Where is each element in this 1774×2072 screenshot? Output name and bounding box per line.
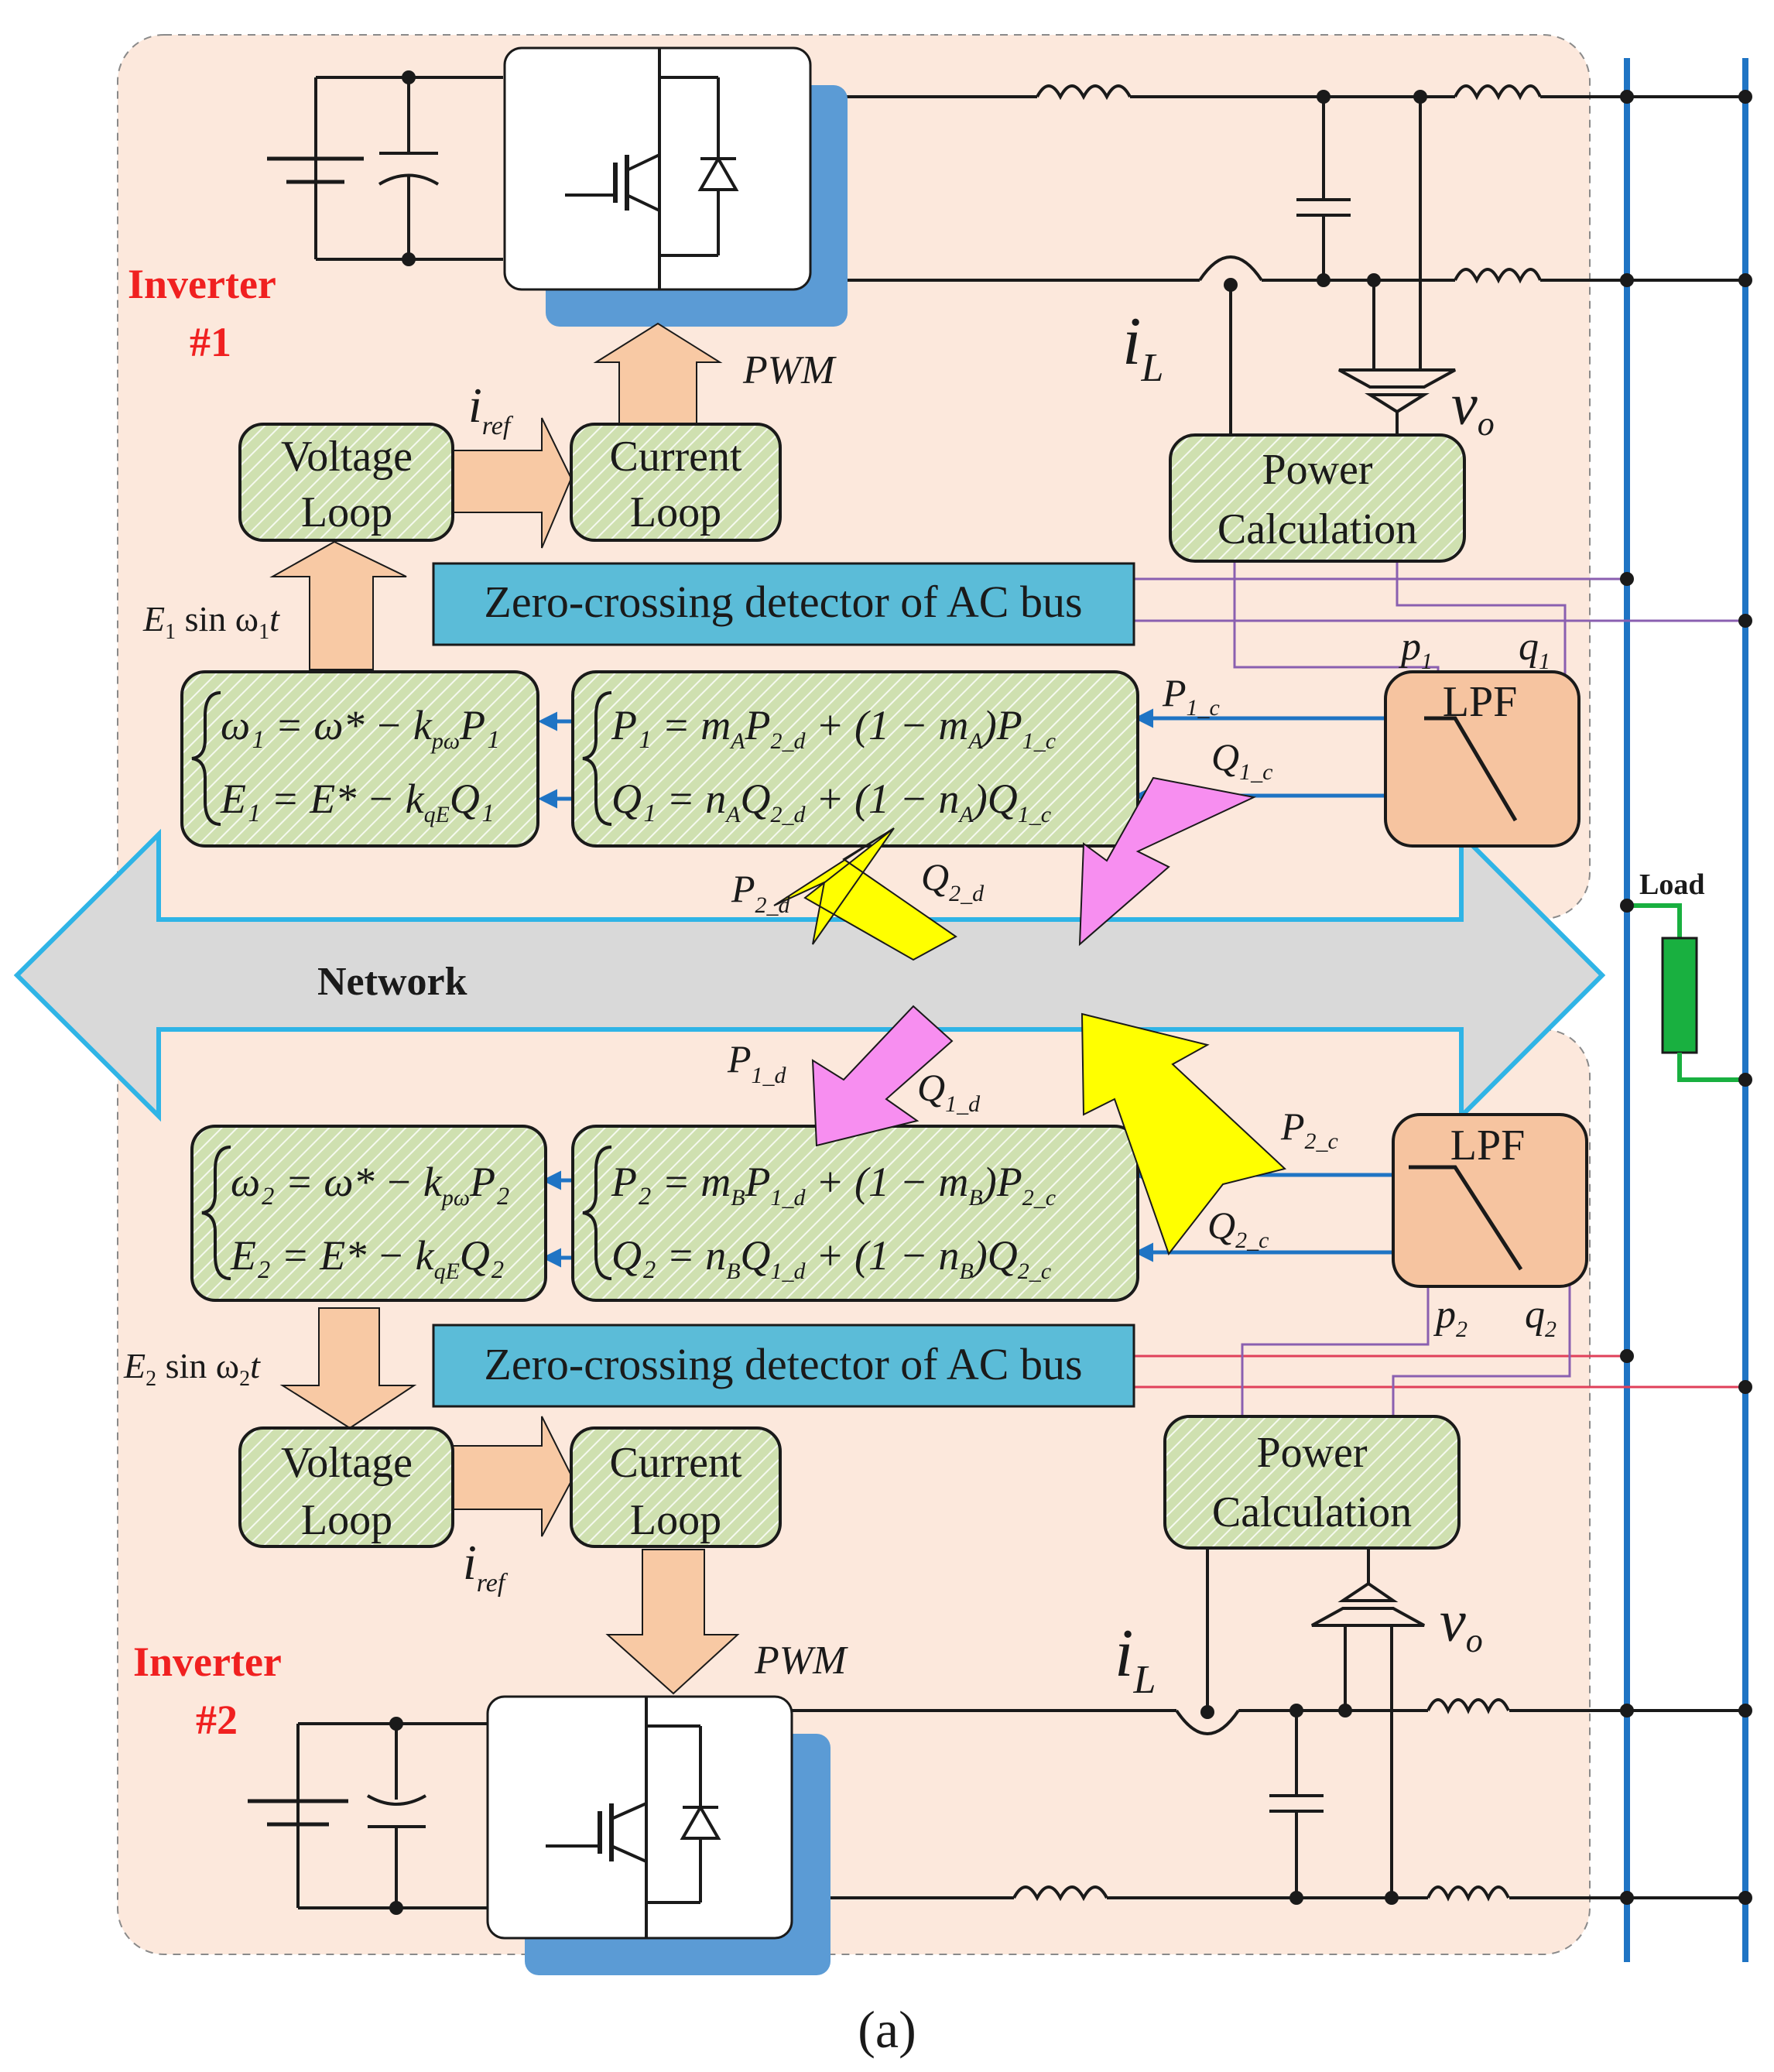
zero-crossing-label: Zero-crossing detector of AC bus [484, 577, 1082, 627]
lpf-label: LPF [1443, 678, 1518, 726]
inverter1-esin-arrow [269, 540, 407, 670]
load-label: Load [1639, 868, 1704, 901]
inverter1-label-line2: #1 [190, 319, 231, 365]
inverter2-p2c-label: P2_c [1280, 1104, 1338, 1154]
inverter2-vo-label: vo [1440, 1589, 1483, 1659]
current-loop-line1: Current [609, 1439, 742, 1487]
inverter2-lpf: LPF [1392, 1113, 1588, 1288]
network-q2d-label: Q2_d [921, 855, 985, 906]
figure-caption: (a) [858, 2000, 916, 2059]
yellow-arrow-p2d [773, 827, 957, 961]
network-label: Network [317, 960, 467, 1004]
inverter2-label-line1: Inverter [133, 1639, 282, 1685]
inverter2-switch-box [486, 1695, 793, 1940]
inverter2-nodes [389, 1704, 1752, 1915]
zero-crossing-label: Zero-crossing detector of AC bus [484, 1339, 1082, 1389]
mosfet-icon [565, 48, 739, 289]
current-loop-line2: Loop [630, 488, 721, 536]
inverter2-pwm-label: PWM [754, 1639, 848, 1683]
network-p2d-label: P2_d [731, 867, 791, 918]
voltage-loop-line2: Loop [301, 488, 392, 536]
inverter1-iref-arrow [452, 417, 573, 549]
droop-eq1: ω₂ = ω* − kpωP₂ [231, 1159, 510, 1211]
inverter2-q2c-label: Q2_c [1207, 1204, 1269, 1253]
inverter1-consensus-block: P₁ = mAP2_d + (1 − mA)P1_c Q₁ = nAQ2_d +… [571, 670, 1139, 848]
power-calc-line1: Power [1256, 1429, 1367, 1477]
inverter1-esin-label: E1 sin ω1t [142, 599, 280, 644]
pink-arrow-p1d [811, 1005, 954, 1147]
inverter2-signal-wires [1134, 1285, 1745, 1416]
inverter1-voltage-loop: Voltage Loop [238, 423, 454, 542]
power-calc-line2: Calculation [1217, 505, 1417, 553]
inverter1-p-label: p1 [1398, 625, 1433, 674]
droop-eq2: E₁ = E* − kqEQ₁ [220, 776, 495, 827]
voltage-loop-line1: Voltage [281, 433, 413, 481]
power-calc-line1: Power [1262, 446, 1372, 494]
inverter2-sensor-nodes [1620, 1349, 1752, 1394]
droop-eq2: E₂ = E* − kqEQ₂ [230, 1232, 505, 1284]
inverter1-switch-box [503, 46, 812, 291]
lpf-label: LPF [1450, 1122, 1526, 1170]
inverter1-sensor-nodes [1620, 572, 1752, 628]
mosfet-icon [546, 1697, 721, 1938]
consensus-eq2: Q₁ = nAQ2_d + (1 − nA)Q1_c [611, 776, 1051, 827]
inverter1-label-line1: Inverter [128, 261, 276, 307]
consensus-eq1: P₂ = mBP1_d + (1 − mB)P2_c [611, 1159, 1056, 1211]
inverter2-voltage-loop: Voltage Loop [238, 1426, 454, 1548]
inverter2-iL-label: iL [1115, 1616, 1156, 1702]
inverter1-current-loop: Current Loop [570, 423, 782, 542]
inverter1-pwm-label: PWM [742, 348, 837, 392]
inverter2-consensus-block: P₂ = mBP1_d + (1 − mB)P2_c Q₂ = nBQ1_d +… [571, 1125, 1139, 1302]
power-calc-line2: Calculation [1212, 1488, 1412, 1536]
current-loop-line2: Loop [630, 1496, 721, 1544]
inverter1-iref-label: iref [468, 378, 514, 440]
inverter2-zero-crossing: Zero-crossing detector of AC bus [432, 1324, 1135, 1408]
consensus-eq1: P₁ = mAP2_d + (1 − mA)P1_c [611, 702, 1056, 754]
inverter1-power-stage [267, 76, 1745, 433]
inverter1-lpf: LPF [1384, 670, 1581, 848]
inverter2-label-line2: #2 [196, 1697, 238, 1743]
inverter1-pwm-arrow [593, 322, 723, 425]
inverter1-droop-block: ω₁ = ω* − kpωP₁ E₁ = E* − kqEQ₁ [180, 670, 539, 848]
inverter2-droop-block: ω₂ = ω* − kpωP₂ E₂ = E* − kqEQ₂ [190, 1125, 547, 1302]
inverter1-q-label: q1 [1519, 625, 1550, 674]
inverter1-p1c-label: P1_c [1162, 671, 1220, 721]
load-element [1620, 899, 1752, 1087]
inverter1-iL-label: iL [1122, 304, 1163, 390]
pink-arrow-q1c [1078, 776, 1257, 947]
inverter1-nodes [402, 70, 1752, 292]
inverter1-power-calculation: Power Calculation [1169, 433, 1466, 563]
inverter2-power-calculation: Power Calculation [1163, 1415, 1461, 1550]
inverter2-p-label: p2 [1433, 1293, 1467, 1342]
network-arrow [13, 828, 1606, 1122]
inverter2-esin-label: E2 sin ω2t [123, 1346, 261, 1391]
consensus-eq2: Q₂ = nBQ1_d + (1 − nB)Q2_c [611, 1232, 1051, 1284]
inverter1-vo-label: vo [1451, 372, 1495, 443]
current-loop-line1: Current [609, 433, 742, 481]
network-q1d-label: Q1_d [917, 1066, 981, 1117]
inverter1-q1c-label: Q1_c [1211, 735, 1272, 785]
voltage-loop-line2: Loop [301, 1496, 392, 1544]
voltage-loop-line1: Voltage [281, 1439, 413, 1487]
inverter2-iref-label: iref [463, 1535, 509, 1598]
inverter2-iref-arrow [452, 1416, 574, 1537]
droop-eq1: ω₁ = ω* − kpωP₁ [221, 702, 500, 754]
inverter2-current-loop: Current Loop [570, 1426, 782, 1548]
network-p1d-label: P1_d [727, 1037, 787, 1088]
inverter2-q-label: q2 [1525, 1293, 1557, 1342]
inverter2-esin-arrow [279, 1307, 417, 1430]
inverter2-pwm-arrow [605, 1549, 740, 1695]
yellow-arrow-p2c [1080, 1012, 1287, 1256]
inverter1-zero-crossing: Zero-crossing detector of AC bus [432, 562, 1135, 646]
